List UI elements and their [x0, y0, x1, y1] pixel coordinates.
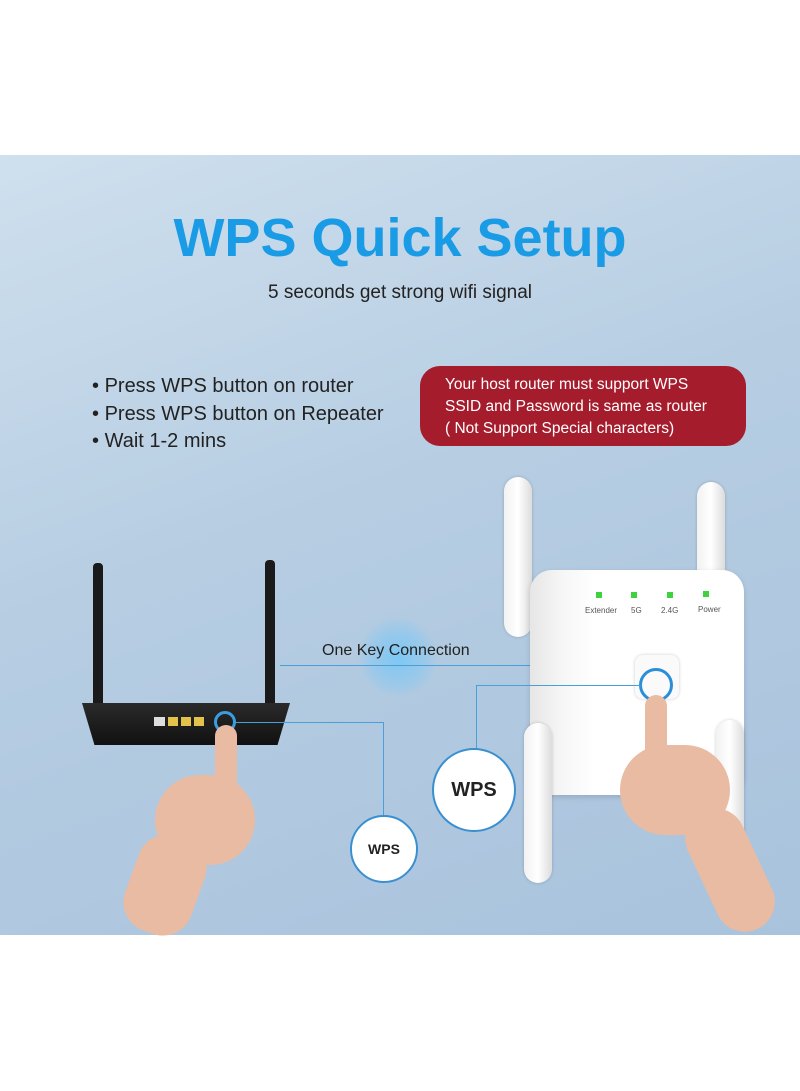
wps-badge-router: WPS	[350, 815, 418, 883]
notice-line: ( Not Support Special characters)	[445, 420, 675, 437]
notice-line: SSID and Password is same as router	[445, 398, 707, 415]
steps-list: Press WPS button on router Press WPS but…	[92, 373, 384, 456]
wps-badge-repeater: WPS	[432, 748, 516, 832]
subtitle: 5 seconds get strong wifi signal	[267, 282, 533, 303]
repeater-antenna	[504, 477, 532, 637]
hand-repeater	[675, 798, 785, 942]
step-item: Press WPS button on router	[92, 373, 384, 401]
router-antenna	[93, 563, 103, 708]
router	[82, 703, 290, 745]
signal-glow	[358, 617, 438, 697]
notice-box: Your host router must support WPS SSID a…	[420, 366, 746, 446]
repeater-antenna	[524, 723, 552, 883]
connection-label: One Key Connection	[322, 642, 470, 659]
step-item: Press WPS button on Repeater	[92, 401, 384, 429]
router-antenna	[265, 560, 275, 708]
page-title: WPS Quick Setup	[173, 208, 627, 268]
led-label: Power	[698, 605, 721, 614]
hero-panel: WPS Quick Setup 5 seconds get strong wif…	[0, 155, 800, 944]
led-label: Extender	[585, 606, 618, 615]
led-label: 5G	[631, 606, 642, 615]
led-label: 2.4G	[661, 606, 679, 615]
notice-line: Your host router must support WPS	[445, 376, 689, 393]
step-item: Wait 1-2 mins	[92, 428, 384, 456]
